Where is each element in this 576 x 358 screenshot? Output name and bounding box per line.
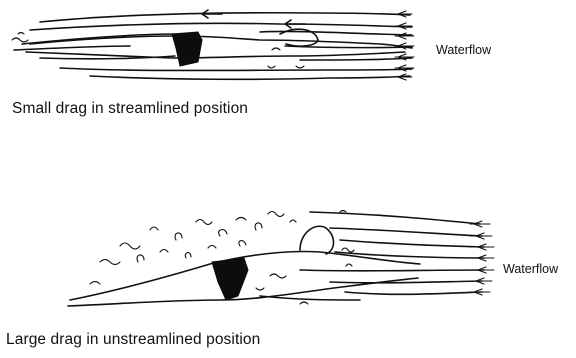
top-flow-lines [14,13,412,80]
top-waterflow-label: Waterflow [436,43,491,57]
bottom-flow-arrows [470,221,494,295]
bottom-caption: Large drag in unstreamlined position [6,331,260,349]
bottom-swimsuit [212,258,248,300]
top-caption: Small drag in streamlined position [12,100,248,118]
top-turbulence-marks [12,33,304,69]
bottom-waterflow-label: Waterflow [503,262,558,276]
top-swimsuit [172,32,202,66]
bottom-flow-lines [260,212,484,300]
